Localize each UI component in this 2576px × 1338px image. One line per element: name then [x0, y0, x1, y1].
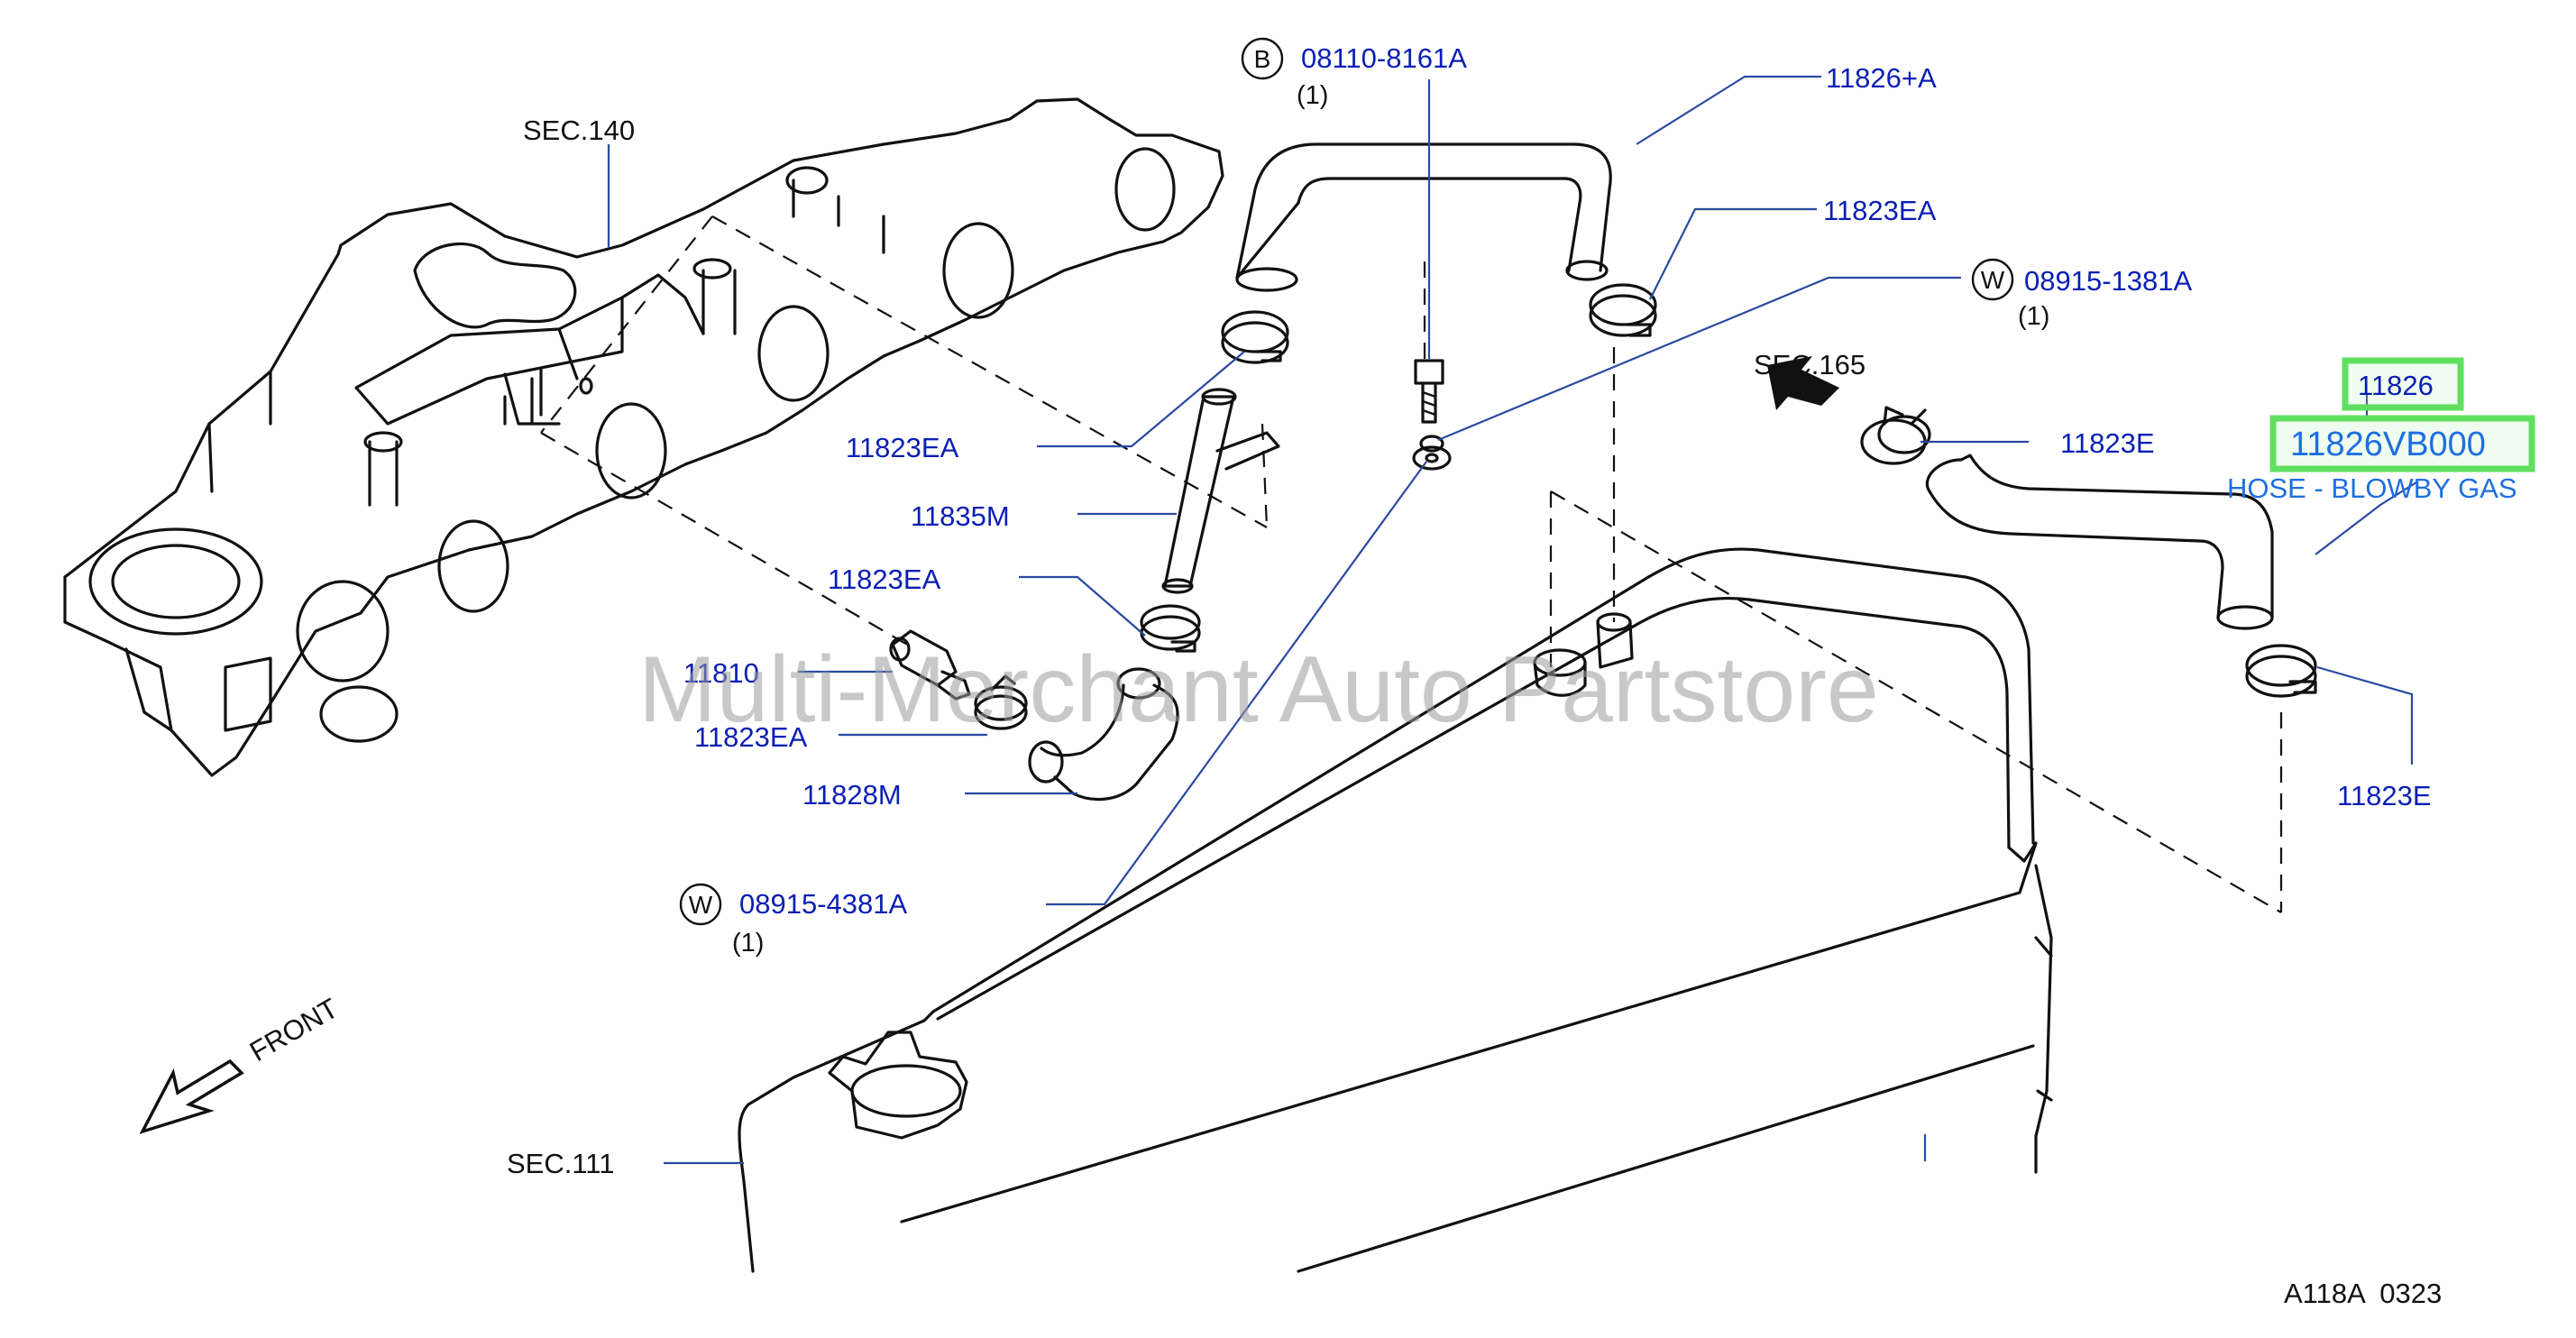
- label-bolt-part[interactable]: 08110-8161A: [1301, 42, 1467, 74]
- bolt-badge-letter: B: [1254, 45, 1271, 73]
- label-clamp-top-right[interactable]: 11823EA: [1823, 195, 1937, 226]
- pcv-valve-11810: [889, 629, 971, 701]
- hose-blowby-11826: [1925, 454, 2274, 630]
- sec165-arrow: [1767, 356, 1839, 410]
- front-label: FRONT: [244, 992, 344, 1068]
- tube-11835m: [1161, 388, 1280, 594]
- label-highlight-ref[interactable]: 11826: [2358, 370, 2434, 401]
- engine-cover: [738, 547, 2053, 1273]
- label-washer-bottom-qty: (1): [732, 929, 764, 958]
- washer-bottom-badge: [679, 883, 722, 926]
- label-clamp-top-left[interactable]: 11823EA: [846, 432, 959, 463]
- label-sec111[interactable]: SEC.111: [507, 1148, 614, 1179]
- front-arrow-icon: [139, 1058, 244, 1134]
- highlight-ref-box: [2342, 357, 2464, 411]
- clamp-low: [974, 674, 1028, 730]
- label-tube[interactable]: 11835M: [911, 500, 1010, 532]
- label-clamp-sec165[interactable]: 11823E: [2060, 427, 2155, 459]
- clamp-bottom-right: [2245, 644, 2317, 698]
- label-clamp-low[interactable]: 11823EA: [694, 721, 808, 753]
- label-washer-top-part[interactable]: 08915-1381A: [2024, 265, 2192, 297]
- diagram-code: A118A 0323: [2284, 1278, 2442, 1309]
- washer-mid: [1412, 435, 1452, 471]
- washer-top-badge: [1971, 258, 2014, 301]
- label-sec140[interactable]: SEC.140: [523, 115, 635, 146]
- alignment-lines: [540, 215, 2283, 913]
- clamp-top-left: [1221, 310, 1289, 364]
- label-pcv-valve[interactable]: 11810: [683, 657, 759, 689]
- label-washer-top-qty: (1): [2018, 302, 2049, 331]
- label-clamp-bottom-right[interactable]: 11823E: [2337, 780, 2432, 811]
- bolt-badge: [1241, 37, 1284, 80]
- bolt-08110: [1414, 359, 1444, 424]
- watermark: Multi-Merchant Auto Partstore: [638, 637, 1879, 742]
- clamp-sec165: [1860, 406, 1931, 465]
- label-sec165[interactable]: SEC.165: [1754, 349, 1866, 380]
- label-highlight-description[interactable]: HOSE - BLOWBY GAS: [2227, 472, 2517, 504]
- washer-bottom-badge-letter: W: [689, 891, 713, 919]
- label-highlight-part-number[interactable]: 11826VB000: [2290, 426, 2486, 463]
- label-clamp-mid[interactable]: 11823EA: [828, 564, 941, 595]
- label-hose-top[interactable]: 11826+A: [1826, 62, 1937, 94]
- washer-top-badge-letter: W: [1981, 266, 2005, 294]
- highlight-part-box: [2269, 415, 2535, 472]
- hose-11828m: [1028, 667, 1179, 802]
- leader-lines: [664, 75, 2417, 1165]
- hose-11826-a: [1235, 142, 1612, 292]
- label-bolt-qty: (1): [1297, 81, 1328, 110]
- label-washer-bottom-part[interactable]: 08915-4381A: [739, 888, 907, 920]
- intake-manifold: [63, 97, 1224, 777]
- label-hose-low[interactable]: 11828M: [802, 779, 902, 811]
- clamp-top-right: [1589, 283, 1657, 337]
